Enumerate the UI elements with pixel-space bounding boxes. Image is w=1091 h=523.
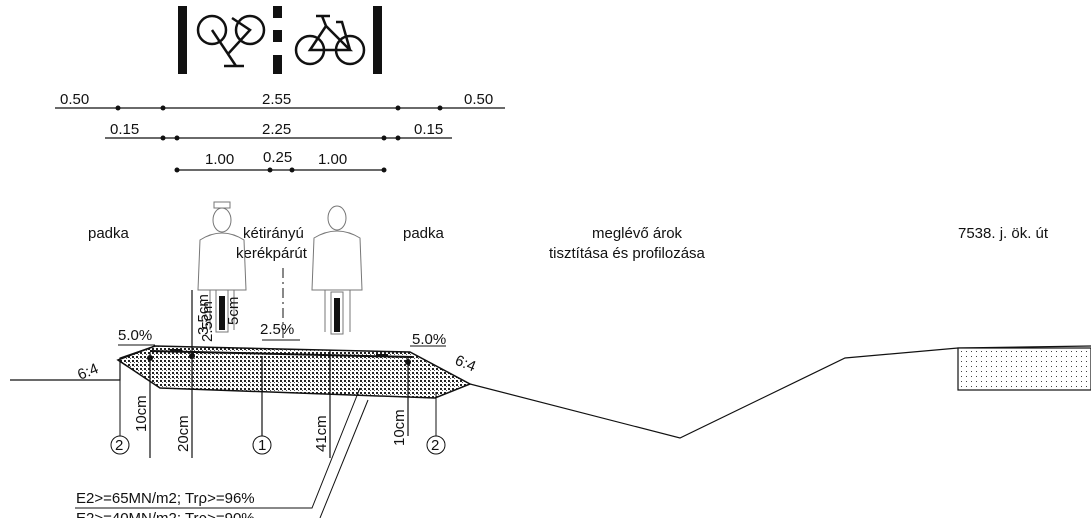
- bicycle-left-icon: [196, 14, 266, 68]
- label-path-line1: kétirányú: [243, 225, 304, 242]
- dim-row2-right: 0.15: [414, 121, 443, 138]
- cyclist-left-icon: [197, 201, 247, 333]
- label-padka-left: padka: [88, 225, 130, 242]
- dim-row3-left: 1.00: [205, 151, 234, 168]
- dimension-row-3: 1.00 0.25 1.00: [174, 149, 387, 173]
- dim-row2-middle: 2.25: [262, 121, 291, 138]
- marker-right: 2: [426, 435, 446, 455]
- cyclist-right-icon: [311, 205, 363, 335]
- thickness-t1: 2.5cm: [199, 301, 216, 342]
- existing-road: [957, 347, 1091, 391]
- dim-row2-left: 0.15: [110, 121, 139, 138]
- thickness-right-base: 10cm: [391, 409, 408, 446]
- thickness-mid-base: 20cm: [175, 415, 192, 452]
- note-leader-2: [319, 399, 369, 519]
- bicycle-right-icon: [294, 14, 366, 66]
- slope-left-pct: 5.0%: [118, 327, 152, 344]
- marker-center: 1: [252, 435, 272, 455]
- thickness-t2: 3.5cm: [195, 294, 212, 335]
- dim-row1-right: 0.50: [464, 91, 493, 108]
- marker-left-label: 2: [115, 437, 123, 454]
- dim-row1-left: 0.50: [60, 91, 89, 108]
- dim-row3-middle: 0.25: [263, 149, 292, 166]
- note-compaction-1: E2>=65MN/m2; Trρ>=96%: [76, 490, 255, 507]
- slope-right-ratio: 6:4: [453, 352, 479, 376]
- note-compaction-2: E2>=40MN/m2; Trρ>=90%: [76, 510, 255, 518]
- marker-left: 2: [110, 435, 130, 455]
- label-road: 7538. j. ök. út: [958, 225, 1049, 242]
- thickness-right-mid: 41cm: [313, 415, 330, 452]
- note-leader-1: [75, 387, 361, 509]
- bicycle-sign-icon: [178, 6, 382, 74]
- marker-right-label: 2: [431, 437, 439, 454]
- slope-left-ratio: 6:4: [75, 360, 101, 384]
- thickness-left-base: 10cm: [133, 395, 150, 432]
- slope-right-pct: 5.0%: [412, 331, 446, 348]
- pavement-body: [116, 345, 472, 399]
- marker-center-label: 1: [258, 437, 266, 454]
- dimension-row-1: 0.50 2.55 0.50: [55, 91, 505, 111]
- dim-row3-right: 1.00: [318, 151, 347, 168]
- dimension-row-2: 0.15 2.25 0.15: [105, 121, 452, 141]
- dim-row1-middle: 2.55: [262, 91, 291, 108]
- label-ditch-line2: tisztítása és profilozása: [549, 245, 706, 262]
- label-padka-right: padka: [403, 225, 445, 242]
- thickness-t3: 5cm: [225, 297, 242, 325]
- label-path-line2: kerékpárút: [236, 245, 308, 262]
- label-ditch-line1: meglévő árok: [592, 225, 683, 242]
- slope-center-pct: 2.5%: [260, 321, 294, 338]
